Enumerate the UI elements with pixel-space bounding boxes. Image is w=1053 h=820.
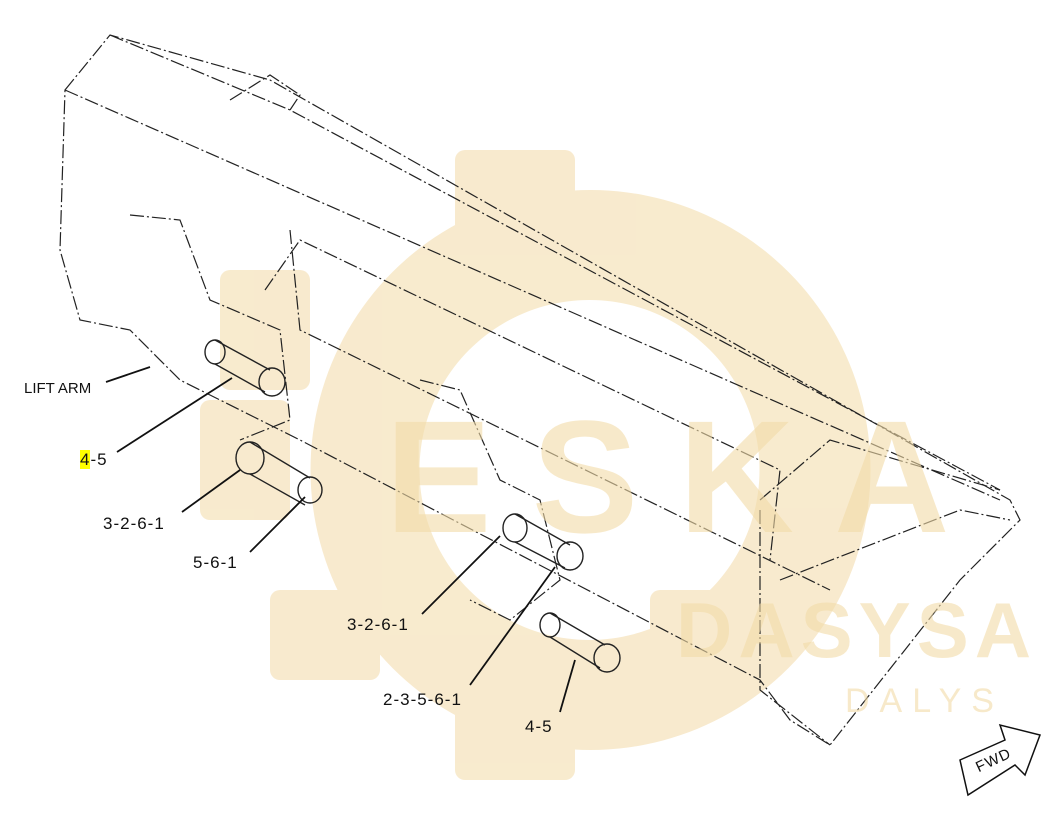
callout-highlight: 4 <box>80 450 91 469</box>
callout-3-2-6-1[interactable]: 3-2-6-1 <box>103 514 165 533</box>
callout-2-3-5-6-1[interactable]: 2-3-5-6-1 <box>383 690 462 709</box>
callout-5-6-1[interactable]: 5-6-1 <box>193 553 238 572</box>
bucket-outline <box>59 34 1021 746</box>
callout-4-5-b[interactable]: 4-5 <box>525 717 553 736</box>
fwd-arrow-icon <box>959 723 1041 797</box>
watermark-sub: DALYS <box>845 682 1004 720</box>
callout-4-5[interactable]: 4-5 <box>80 450 108 470</box>
watermark-main: ESKA <box>385 387 990 566</box>
pins <box>204 339 621 673</box>
watermark-mid: DASYSA <box>676 586 1038 674</box>
callout-3-2-6-1-b[interactable]: 3-2-6-1 <box>347 615 409 634</box>
callout-rest: -5 <box>90 450 108 469</box>
leader-lines <box>105 366 576 713</box>
watermark-gear-icon <box>200 150 871 780</box>
lift-arm-label: LIFT ARM <box>24 380 92 397</box>
